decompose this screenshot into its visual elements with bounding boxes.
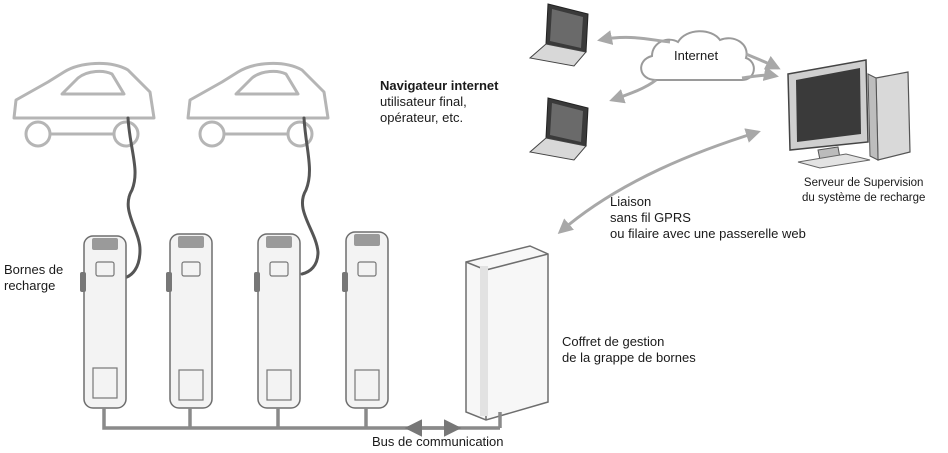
supervision-server-icon [787,59,911,169]
bornes-label: Bornes de recharge [4,262,64,293]
bus-label: Bus de communication [372,434,504,449]
car-2-icon [186,61,330,148]
browser-line-1: utilisateur final, [380,94,467,109]
car-1-icon [12,61,156,148]
laptop-1-icon [528,3,589,67]
internet-label: Internet [674,48,719,63]
network-arrows [557,30,781,234]
charging-station-4 [342,231,389,409]
cluster-management-cabinet [465,245,549,421]
charging-station-2 [166,233,213,409]
communication-bus [102,408,502,437]
server-label: Serveur de Supervision du système de rec… [802,177,926,204]
charging-station-3 [254,233,301,409]
browser-label: Navigateur internet utilisateur final, o… [380,78,498,126]
browser-line-2: opérateur, etc. [380,110,464,125]
link-label: Liaison sans fil GPRS ou filaire avec un… [610,194,806,241]
charging-station-1 [80,235,127,409]
laptop-2-icon [528,97,589,161]
charging-cables [122,116,320,280]
browser-title: Navigateur internet [380,78,499,93]
coffret-label: Coffret de gestion de la grappe de borne… [562,334,696,365]
